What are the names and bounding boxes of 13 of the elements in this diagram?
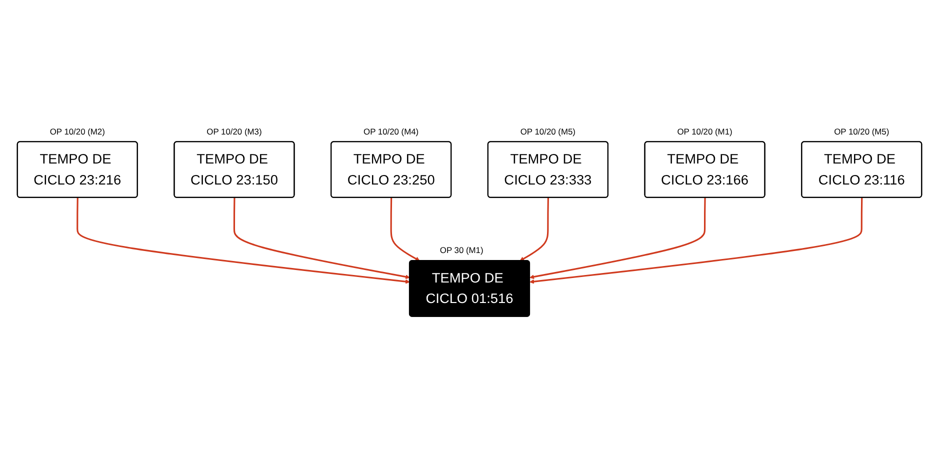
arrow	[530, 198, 863, 284]
arrow	[520, 198, 549, 262]
node-label: OP 10/20 (M5)	[520, 127, 576, 136]
node-label: OP 10/20 (M2)	[50, 127, 105, 136]
arrow	[530, 198, 706, 280]
arrow	[390, 198, 420, 262]
arrow	[76, 198, 410, 284]
node-label: OP 10/20 (M3)	[206, 127, 262, 136]
node-label: OP 10/20 (M4)	[364, 127, 419, 136]
arrow	[233, 198, 410, 280]
node-label: OP 10/20 (M5)	[834, 127, 890, 136]
node-label: OP 30 (M1)	[440, 246, 484, 256]
node-label: OP 10/20 (M1)	[677, 127, 732, 136]
